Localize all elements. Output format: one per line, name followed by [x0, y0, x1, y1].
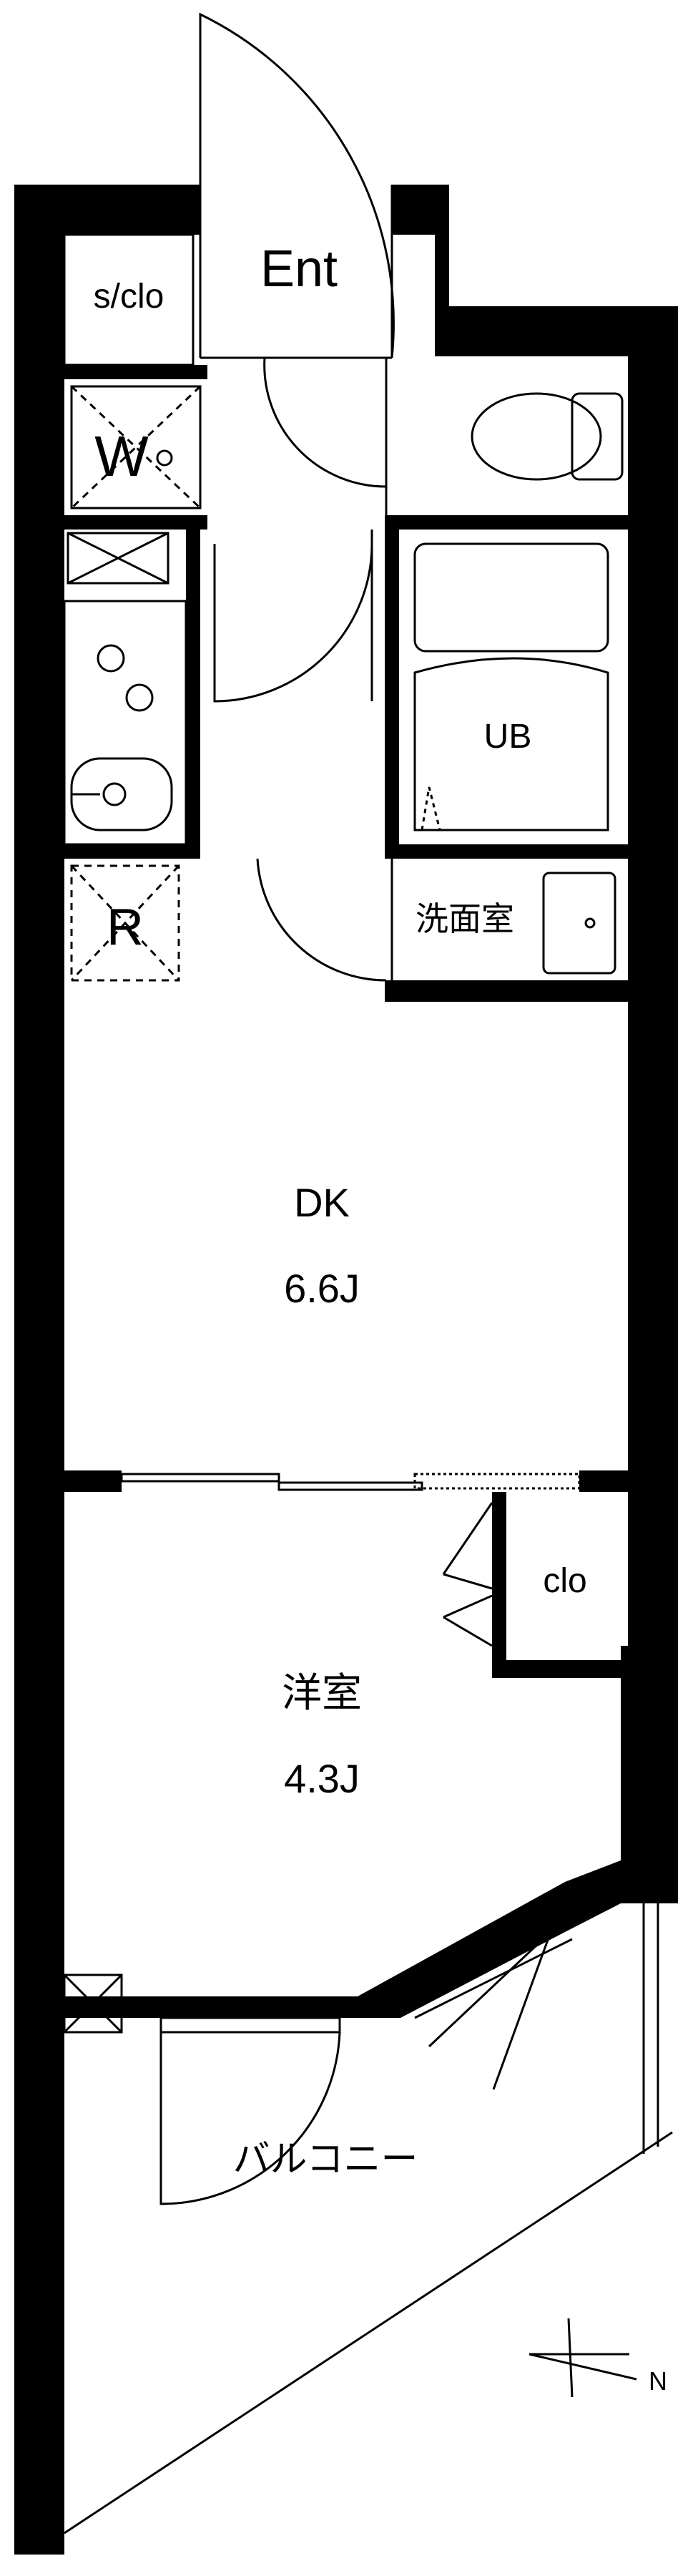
label-western-size: 4.3J [284, 1756, 360, 1801]
labels: s/clo Ent W UB 洗面室 R DK 6.6J clo 洋室 4.3J… [94, 240, 667, 2396]
label-balcony: バルコニー [233, 2139, 418, 2180]
fixtures [63, 12, 673, 2534]
label-shoe-closet: s/clo [94, 278, 164, 316]
compass-north-label: N [649, 2366, 667, 2396]
label-entrance: Ent [260, 240, 338, 298]
walls [14, 185, 678, 2555]
label-western-name: 洋室 [282, 1670, 362, 1715]
label-dk-size: 6.6J [284, 1266, 360, 1311]
label-closet: clo [543, 1562, 586, 1600]
label-bathroom: UB [484, 718, 532, 756]
label-fridge: R [107, 899, 144, 956]
label-washroom: 洗面室 [416, 900, 514, 937]
label-dk-name: DK [294, 1180, 350, 1225]
label-washer: W [94, 424, 149, 488]
